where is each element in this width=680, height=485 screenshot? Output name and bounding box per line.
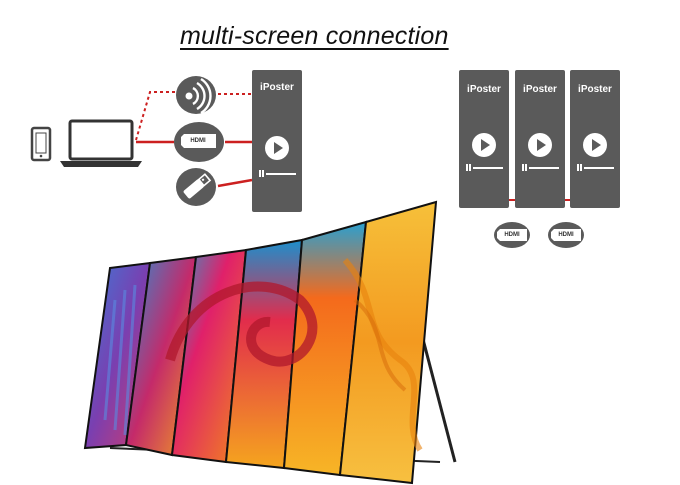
progress-line <box>584 167 614 169</box>
hdmi-label: HDMI <box>504 231 520 239</box>
diagram-title: multi-screen connection <box>180 22 449 50</box>
play-icon <box>583 133 607 157</box>
poster-3: iPoster <box>570 70 620 208</box>
progress-line <box>473 167 503 169</box>
progress-line <box>266 173 296 175</box>
wifi-link-line <box>135 91 178 141</box>
poster-2: iPoster <box>515 70 565 208</box>
play-icon <box>265 136 289 160</box>
poster-label: iPoster <box>523 84 557 95</box>
poster-1: iPoster <box>459 70 509 208</box>
hdmi-label: HDMI <box>189 137 207 145</box>
play-icon <box>528 133 552 157</box>
pause-icon <box>259 170 264 177</box>
usb-link-line <box>217 178 253 188</box>
play-icon <box>472 133 496 157</box>
pause-icon <box>577 164 582 171</box>
main-poster: iPoster <box>252 70 302 212</box>
progress-line <box>529 167 559 169</box>
poster-label: iPoster <box>578 84 612 95</box>
poster-label: iPoster <box>260 82 294 93</box>
poster-label: iPoster <box>467 84 501 95</box>
pause-icon <box>466 164 471 171</box>
pause-icon <box>522 164 527 171</box>
hdmi-label: HDMI <box>558 231 574 239</box>
